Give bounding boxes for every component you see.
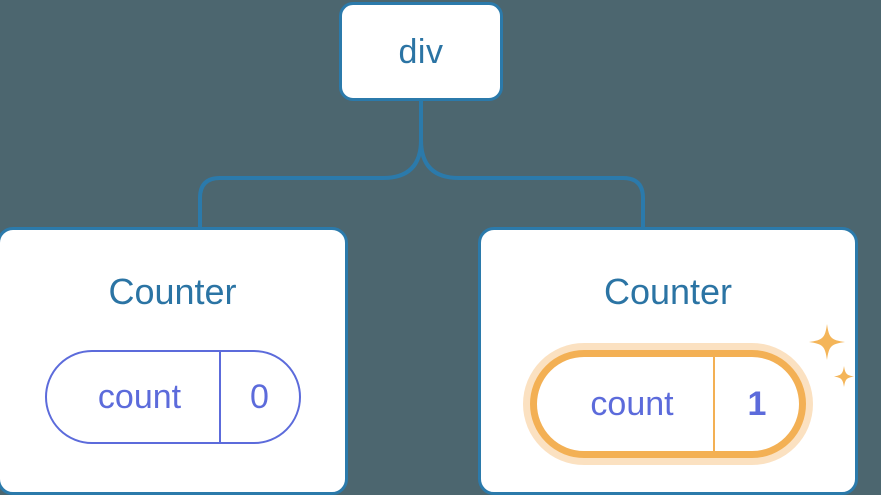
node-counter-left-label: Counter [108,271,237,312]
edge-root-to-counter-left [198,99,423,230]
sparkle-small-icon [834,366,854,387]
state-pill-wrap-right: count 1 [530,324,854,458]
state-pill-left[interactable]: count 0 [44,350,301,444]
node-counter-left[interactable]: Counter count 0 [0,227,348,495]
state-key-left: count [97,378,182,416]
state-key-right: count [590,385,674,423]
state-pill-right[interactable]: count 1 [530,350,806,458]
sparkle-large-icon [809,324,845,360]
node-counter-right[interactable]: Counter count 1 [478,227,858,495]
state-value-left: 0 [218,352,299,442]
node-counter-right-label: Counter [603,271,733,312]
state-pill-wrap-left: count 0 [44,350,301,444]
node-div[interactable]: div [339,2,503,101]
edge-root-to-counter-right [419,99,645,230]
sparkle-group [809,324,854,387]
state-value-right: 1 [713,357,799,451]
node-div-label: div [398,32,444,71]
